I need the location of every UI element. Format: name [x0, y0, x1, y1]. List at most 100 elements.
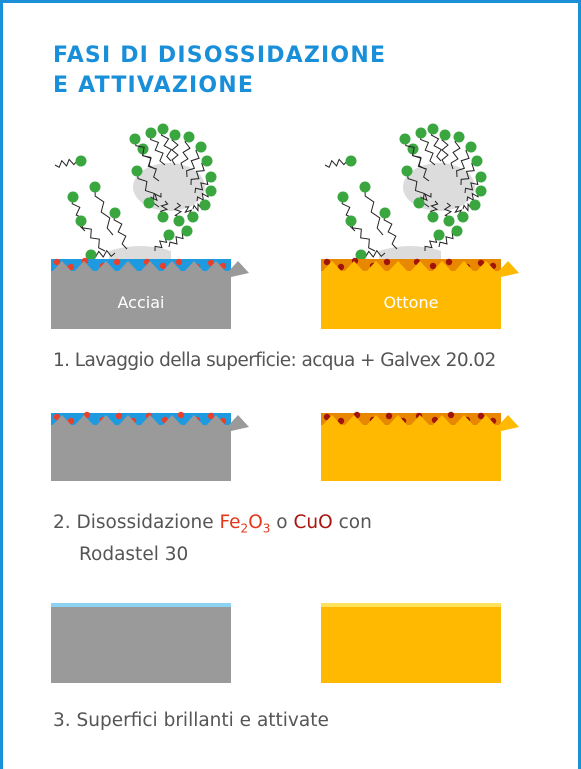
surfactant-molecule [464, 171, 487, 194]
oxide-particle [323, 413, 331, 421]
surfactant-molecule [154, 229, 175, 252]
surfactant-molecule [75, 215, 106, 252]
surfactant-molecule [460, 155, 483, 186]
brass-substrate [321, 607, 501, 683]
surfactant-molecule [143, 192, 162, 209]
surfactant-molecule [345, 215, 376, 252]
oxide-particle [175, 258, 183, 266]
brass-label: Ottone [384, 293, 439, 312]
oxide-particle [383, 258, 391, 266]
surfactant-molecule [427, 200, 439, 223]
surfactant-molecule [194, 171, 217, 194]
steel-activated-film [51, 603, 231, 607]
brass-oxide-layer [321, 259, 501, 271]
brass-wash-diagram: Ottone [321, 123, 519, 329]
surfactant-molecule [192, 199, 211, 212]
surfactant-molecule [184, 206, 199, 223]
surfactant-molecule [190, 155, 213, 186]
surfactant-molecule [456, 141, 477, 178]
oxide-particle [323, 258, 331, 266]
oxide-particle [113, 258, 121, 266]
oxide-particle [207, 259, 215, 267]
formula-cuo: CuO [293, 512, 333, 533]
surfactant-molecule [450, 131, 465, 170]
surfactant-molecule [157, 200, 169, 223]
surfactant-molecule [359, 181, 384, 236]
surfactant-molecule [145, 127, 166, 166]
surfactant-molecule [173, 202, 185, 227]
formula-o-sub: 3 [262, 521, 271, 536]
oxide-particle [447, 411, 455, 419]
surfactant-molecule [169, 129, 181, 166]
page-title: FASI DI DISOSSIDAZIONE E ATTIVAZIONE [53, 41, 386, 101]
oxide-particle [67, 263, 75, 271]
formula-fe-sub: 2 [240, 521, 249, 536]
steel-oxide-layer [51, 413, 231, 425]
steel-deoxidation-diagram [51, 411, 249, 481]
title-line-2: E ATTIVAZIONE [53, 73, 255, 98]
surfactant-molecule [424, 229, 445, 252]
step-1-caption: 1. Lavaggio della superficie: acqua + Ga… [53, 350, 496, 371]
surfactant-molecule [157, 123, 172, 162]
formula-fe2o3: Fe2O3 [219, 512, 271, 536]
step-2-middle: o [270, 512, 294, 533]
surfactant-molecule [129, 133, 156, 170]
oxide-particle [385, 412, 393, 420]
surfactant-molecule [427, 123, 442, 162]
oxide-particle [177, 411, 185, 419]
oxide-particle [477, 412, 485, 420]
surfactant-molecule [186, 141, 207, 178]
surfactant-molecule [415, 127, 436, 166]
step-3-caption: 3. Superfici brillanti e attivate [53, 710, 329, 731]
oxide-particle [67, 417, 75, 425]
brass-deoxidation-diagram [321, 411, 519, 481]
formula-o: O [248, 512, 263, 533]
brass-surfactant-molecules [324, 123, 487, 261]
surfactant-molecule [168, 225, 193, 248]
surfactant-molecule [180, 131, 195, 170]
surfactant-molecule [454, 206, 469, 223]
brass-oxide-layer [321, 413, 501, 425]
steel-substrate [51, 607, 231, 683]
surfactant-molecule [379, 207, 398, 250]
surfactant-molecule [89, 181, 114, 236]
steel-label: Acciai [118, 293, 165, 312]
oxide-particle [207, 412, 215, 420]
oxide-particle [53, 258, 61, 266]
surfactant-molecule [355, 249, 386, 261]
surfactant-molecule [196, 185, 217, 202]
steel-surfactant-molecules [54, 123, 217, 261]
surfactant-molecule [413, 192, 432, 209]
title-line-1: FASI DI DISOSSIDAZIONE [53, 43, 387, 68]
surfactant-molecule [324, 155, 357, 168]
oxide-particle [477, 259, 485, 267]
steel-activated-diagram [51, 603, 231, 683]
surfactant-molecule [109, 207, 128, 250]
oxide-particle [429, 262, 437, 270]
surfactant-molecule [466, 185, 487, 202]
step-2-caption: 2. Disossidazione Fe2O3 o CuO con Rodast… [53, 510, 372, 568]
surfactant-molecule [85, 249, 116, 261]
step-2-suffix: con [332, 512, 372, 533]
oxide-particle [53, 413, 61, 421]
oxide-particle [337, 263, 345, 271]
oxide-particle [445, 258, 453, 266]
surfactant-molecule [54, 155, 87, 168]
steel-wash-diagram: Acciai [51, 123, 249, 329]
step-2-line-2: Rodastel 30 [79, 543, 189, 565]
brass-activated-film [321, 603, 501, 607]
oxide-particle [159, 262, 167, 270]
brass-substrate [321, 271, 501, 329]
brass-substrate [321, 425, 501, 481]
surfactant-molecule [399, 133, 426, 170]
steel-substrate [51, 271, 231, 329]
steel-substrate [51, 425, 231, 481]
surfactant-molecule [462, 199, 481, 212]
step-2-prefix: 2. Disossidazione [53, 512, 220, 533]
steel-oxide-layer [51, 259, 231, 271]
surfactant-molecule [439, 129, 451, 166]
surfactant-molecule [443, 202, 455, 227]
formula-fe: Fe [219, 512, 241, 533]
brass-activated-diagram [321, 603, 501, 683]
